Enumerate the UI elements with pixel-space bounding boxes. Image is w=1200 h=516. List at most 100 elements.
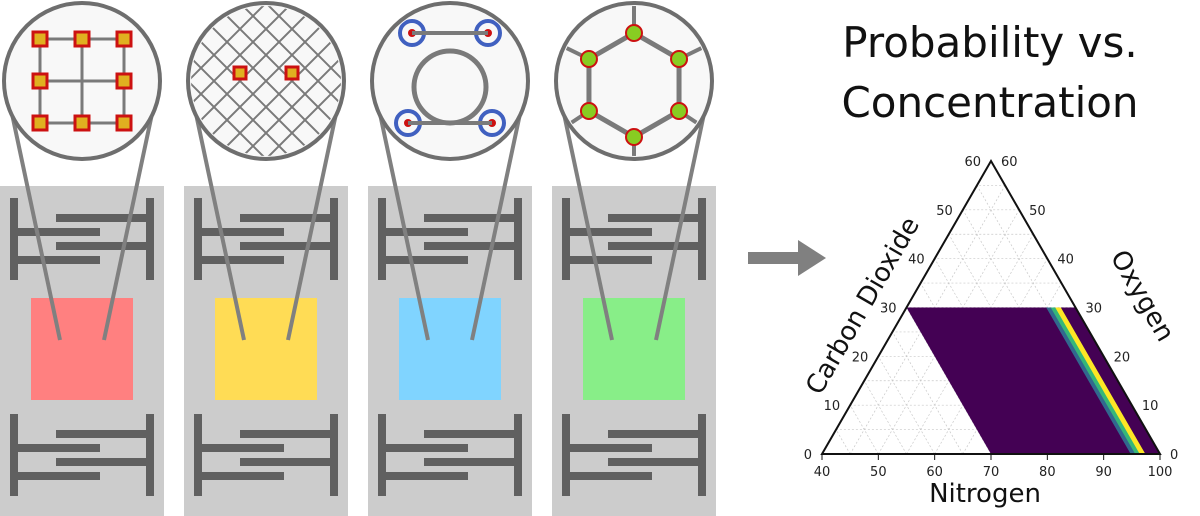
electrode-bar-left (378, 198, 386, 280)
magnifier-line (102, 94, 158, 341)
right-tick-label: 40 (1057, 253, 1074, 268)
electrode-finger (386, 444, 468, 452)
bottom-tick-label: 60 (926, 465, 943, 480)
right-arrow-icon (748, 240, 826, 276)
magnifier-circle (554, 1, 714, 161)
electrode-finger (570, 444, 652, 452)
electrode-bar-left (562, 414, 570, 496)
electrode-bar-right (514, 414, 522, 496)
electrode-finger (378, 228, 408, 236)
electrode-finger (56, 214, 146, 222)
molecular-structure (191, 6, 341, 156)
magnifier-line (190, 94, 246, 341)
bottom-tick-label: 90 (1095, 465, 1112, 480)
electrode-finger (386, 472, 468, 480)
electrode-finger (570, 472, 652, 480)
electrode-bar-right (146, 414, 154, 496)
electrode-bar-left (10, 414, 18, 496)
molecular-structure (559, 6, 709, 156)
left-tick-label: 20 (852, 350, 869, 365)
magnifier-circle (370, 1, 530, 161)
metal-cluster (670, 50, 689, 68)
top-electrode (562, 198, 706, 280)
electrode-finger (56, 242, 146, 250)
magnifier-line (286, 94, 342, 341)
sensor-panel-1 (0, 186, 164, 516)
bottom-electrode (194, 414, 338, 496)
mof-film-square (583, 298, 685, 400)
metal-cluster (115, 30, 133, 48)
metal-cluster (115, 114, 133, 132)
electrode-finger (18, 444, 100, 452)
electrode-bar-left (378, 414, 386, 496)
magnifier-line (558, 94, 614, 341)
electrode-finger (570, 256, 652, 264)
electrode-finger (562, 444, 592, 452)
bottom-tick-label: 70 (983, 465, 1000, 480)
metal-cluster (284, 65, 300, 81)
bottom-electrode (378, 414, 522, 496)
left-tick-label: 30 (880, 302, 897, 317)
mof-lens-2 (186, 1, 346, 341)
electrode-bar-left (194, 198, 202, 280)
left-tick-label: 50 (936, 204, 953, 219)
top-electrode (10, 198, 154, 280)
electrode-finger (18, 228, 100, 236)
bottom-tick-label: 100 (1148, 465, 1173, 480)
electrode-finger (378, 444, 408, 452)
right-axis-label: Oxygen (1104, 245, 1180, 347)
left-tick-label: 0 (804, 448, 812, 463)
electrode-bar-right (330, 414, 338, 496)
mof-lens-3 (370, 1, 530, 341)
metal-cluster (31, 72, 49, 90)
metal-cluster (115, 72, 133, 90)
magnifier-line (654, 94, 710, 341)
left-tick-label: 40 (908, 253, 925, 268)
metal-cluster (73, 30, 91, 48)
mof-film-square (215, 298, 317, 400)
electrode-bar-left (194, 414, 202, 496)
mof-lens-4 (554, 1, 714, 341)
electrode-finger (10, 444, 40, 452)
electrode-finger (386, 256, 468, 264)
bottom-electrode (562, 414, 706, 496)
electrode-bar-right (514, 198, 522, 280)
sensor-array (0, 186, 716, 516)
electrode-finger (240, 458, 330, 466)
mof-lens-1 (2, 1, 162, 341)
electrode-bar-left (10, 198, 18, 280)
electrode-finger (18, 256, 100, 264)
metal-cluster (31, 114, 49, 132)
right-tick-label: 50 (1029, 204, 1046, 219)
electrode-finger (18, 472, 100, 480)
magnifier-line (6, 94, 62, 341)
electrode-finger (202, 228, 284, 236)
right-tick-label: 30 (1086, 302, 1103, 317)
sensor-panel-4 (552, 186, 716, 516)
left-tick-label: 60 (964, 155, 981, 170)
magnifier-line (470, 94, 526, 341)
plot-title-line-1: Probability vs. (842, 18, 1138, 67)
magnifier-line (374, 94, 430, 341)
right-tick-label: 20 (1114, 350, 1131, 365)
bottom-axis-label: Nitrogen (929, 479, 1041, 509)
electrode-finger (608, 242, 698, 250)
probability-band (1046, 307, 1137, 454)
metal-cluster (31, 30, 49, 48)
electrode-finger (240, 214, 330, 222)
electrode-finger (424, 430, 514, 438)
electrode-finger (608, 214, 698, 222)
electrode-finger (10, 228, 40, 236)
electrode-bar-right (330, 198, 338, 280)
sensor-panel-2 (184, 186, 348, 516)
left-tick-label: 10 (824, 399, 841, 414)
electrode-finger (608, 430, 698, 438)
right-tick-label: 60 (1001, 155, 1018, 170)
electrode-finger (194, 228, 224, 236)
sensor-panel-3 (368, 186, 532, 516)
metal-cluster (232, 65, 248, 81)
electrode-finger (56, 430, 146, 438)
metal-cluster (625, 24, 643, 42)
